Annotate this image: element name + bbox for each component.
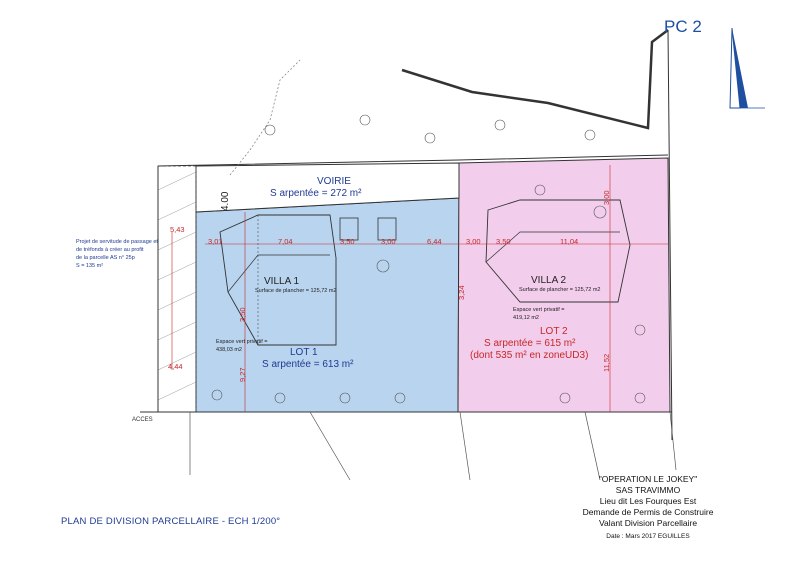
dim-4-44: 4,44 [168,362,183,371]
date-lieu: Date : Mars 2017 EGUILLES [606,533,690,540]
valant-division: Valant Division Parcellaire [598,518,698,528]
boundary-wall [401,29,669,130]
north-arrow-icon [729,27,765,109]
lot2-zone: (dont 535 m² en zoneUD3) [470,350,589,361]
dim-9-27: 9,27 [238,367,247,382]
lot2-area: S arpentée = 615 m² [484,338,576,349]
villa2-label: VILLA 2 [531,275,567,286]
villa2-surface-plancher: Surface de plancher = 125,72 m2 [519,287,601,293]
lot1-area: S arpentée = 613 m² [262,359,354,370]
lot2-espace-vert-value: 419,12 m2 [513,315,539,321]
lieu-dit: Lieu dit Les Fourques Est [599,496,697,506]
dim-3-00c: 3,00 [602,190,611,205]
dim-3-50c: 3,50 [238,307,247,322]
villa2-footprint [485,199,631,303]
dim-3-01: 3,01 [208,237,223,246]
servitude-line1: Projet de servitude de passage et [76,239,158,245]
lot1-label: LOT 1 [290,347,318,358]
lot2-label: LOT 2 [540,326,568,337]
servitude-line4: S = 135 m² [76,263,104,269]
dim-3-50a: 3,50 [340,237,355,246]
lot1-espace-vert-value: 438,03 m2 [216,347,242,353]
voirie-area: S arpentée = 272 m² [270,188,362,199]
lot2-espace-vert-label: Espace vert privatif = [513,307,565,313]
villa1-label: VILLA 1 [264,276,300,287]
servitude-line3: de la parcelle AS n° 25p [76,255,135,261]
operation-name: "OPERATION LE JOKEY" [598,474,698,484]
company-name: SAS TRAVIMMO [615,485,681,495]
voirie-strip [195,162,460,213]
sheet-id: PC 2 [664,17,702,36]
dim-3-50b: 3,50 [496,237,511,246]
servitude-area [157,165,197,413]
dim-11-52: 11,52 [602,353,611,372]
voirie-label: VOIRIE [317,176,351,187]
servitude-line2: de tréfonds à créer au profit [76,247,144,253]
north-boundary [157,154,669,167]
dim-3-00a: 3,00 [381,237,396,246]
dim-3-00b: 3,00 [466,237,481,246]
acces-label: ACCES [132,417,153,423]
dim-7-04: 7,04 [278,237,293,246]
villa1-footprint [219,214,337,346]
demande-permis: Demande de Permis de Construire [582,507,714,517]
dim-6-44: 6,44 [427,237,442,246]
villa1-surface-plancher: Surface de plancher = 125,72 m2 [255,288,337,294]
lot1-espace-vert-label: Espace vert privatif = [216,339,268,345]
dim-3-24: 3,24 [457,285,466,300]
dim-11-04: 11,04 [560,237,579,246]
plan-title: PLAN DE DIVISION PARCELLAIRE - ECH 1/200… [61,516,281,527]
dim-5-43: 5,43 [170,225,185,234]
